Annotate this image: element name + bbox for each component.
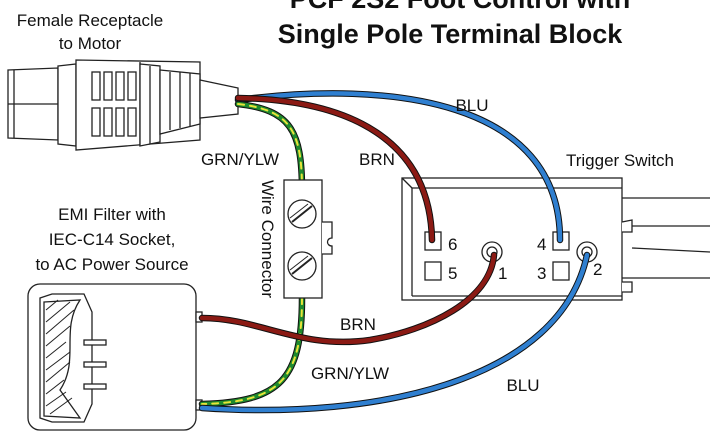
wire-connector: [283, 179, 333, 299]
terminal-1-label: 1: [498, 264, 507, 283]
wire-label-blu-top: BLU: [455, 96, 488, 115]
wire-brn-bottom: [198, 251, 498, 346]
wire-connector-label: Wire Connector: [258, 180, 277, 298]
terminal-6-label: 6: [448, 235, 457, 254]
wire-label-brn-bottom: BRN: [340, 315, 376, 334]
terminal-5-label: 5: [448, 264, 457, 283]
wire-grn-ylw-top: [234, 100, 306, 194]
emi-filter: [27, 283, 203, 431]
wire-label-grn-ylw-top: GRN/YLW: [201, 150, 279, 169]
terminal-2-label: 2: [593, 260, 602, 279]
title-line-1: PCF 2S2 Foot Control with: [290, 0, 630, 14]
terminal-3-label: 3: [537, 264, 546, 283]
wire-label-blu-bottom: BLU: [506, 376, 539, 395]
emi-filter-label-1: EMI Filter with: [58, 205, 166, 224]
emi-filter-label-2: IEC-C14 Socket,: [49, 230, 176, 249]
terminal-3: [552, 261, 570, 281]
motor-receptacle-label-2: to Motor: [59, 34, 122, 53]
motor-receptacle: [7, 59, 239, 151]
wire-label-grn-ylw-bottom: GRN/YLW: [311, 364, 389, 383]
wire-blu-bottom: [198, 251, 591, 414]
emi-filter-label-3: to AC Power Source: [35, 255, 188, 274]
trigger-switch-label: Trigger Switch: [566, 151, 674, 170]
title-line-2: Single Pole Terminal Block: [278, 19, 624, 49]
motor-receptacle-label-1: Female Receptacle: [17, 11, 163, 30]
wire-brn-top: [234, 94, 436, 244]
wire-grn-ylw-bottom: [198, 294, 306, 408]
wire-blu-top: [234, 90, 564, 244]
terminal-5: [424, 261, 442, 281]
wire-label-brn-top: BRN: [359, 150, 395, 169]
terminal-4-label: 4: [537, 235, 546, 254]
